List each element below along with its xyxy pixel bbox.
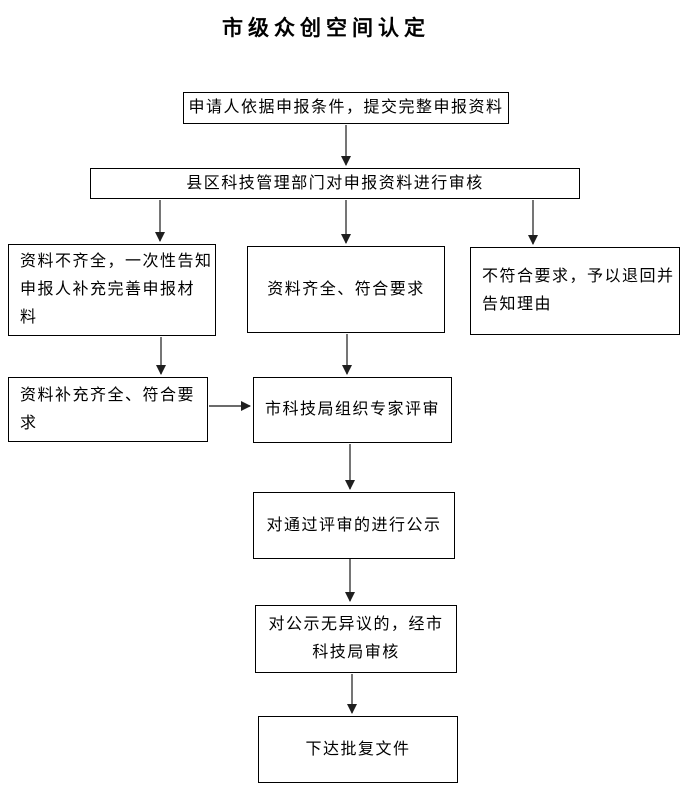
- flow-step-review: 县区科技管理部门对申报资料进行审核: [90, 168, 580, 199]
- page-title: 市级众创空间认定: [222, 17, 430, 40]
- flow-step-expert-review: 市科技局组织专家评审: [253, 377, 452, 443]
- flow-step-submit: 申请人依据申报条件，提交完整申报资料: [183, 92, 509, 124]
- flow-step-supplemented: 资料补充齐全、符合要 求: [8, 377, 208, 442]
- flow-step-publicity-label: 对通过评审的进行公示: [266, 516, 442, 534]
- flow-step-submit-label: 申请人依据申报条件，提交完整申报资料: [188, 99, 504, 116]
- flow-step-complete: 资料齐全、符合要求: [247, 246, 445, 333]
- flow-step-incomplete-label: 资料不齐全，一次性告知 申报人补充完善申报材 料: [20, 248, 213, 332]
- text-line: 申报人补充完善申报材: [20, 281, 196, 298]
- flow-step-publicity: 对通过评审的进行公示: [253, 492, 455, 559]
- flow-step-no-objection: 对公示无异议的，经市 科技局审核: [255, 605, 457, 673]
- text-line: 不符合要求，予以退回并: [482, 268, 675, 285]
- flow-step-supplemented-label: 资料补充齐全、符合要 求: [20, 382, 195, 438]
- text-line: 料: [20, 309, 38, 326]
- flow-step-reject-label: 不符合要求，予以退回并 告知理由: [482, 263, 675, 319]
- flow-step-issue-label: 下达批复文件: [305, 740, 411, 758]
- text-line: 求: [20, 414, 38, 432]
- text-line: 资料补充齐全、符合要: [20, 386, 196, 404]
- flow-step-expert-review-label: 市科技局组织专家评审: [264, 401, 440, 418]
- text-line: 对公示无异议的，经市: [268, 616, 444, 633]
- flow-step-no-objection-label: 对公示无异议的，经市 科技局审核: [268, 611, 443, 667]
- flow-step-reject: 不符合要求，予以退回并 告知理由: [470, 247, 680, 335]
- text-line: 科技局审核: [312, 644, 400, 661]
- flow-step-issue: 下达批复文件: [258, 716, 458, 783]
- flow-step-complete-label: 资料齐全、符合要求: [267, 280, 425, 298]
- text-line: 告知理由: [482, 296, 553, 313]
- text-line: 资料不齐全，一次性告知: [20, 253, 213, 270]
- flow-step-incomplete: 资料不齐全，一次性告知 申报人补充完善申报材 料: [8, 244, 216, 336]
- flow-step-review-label: 县区科技管理部门对申报资料进行审核: [186, 174, 484, 192]
